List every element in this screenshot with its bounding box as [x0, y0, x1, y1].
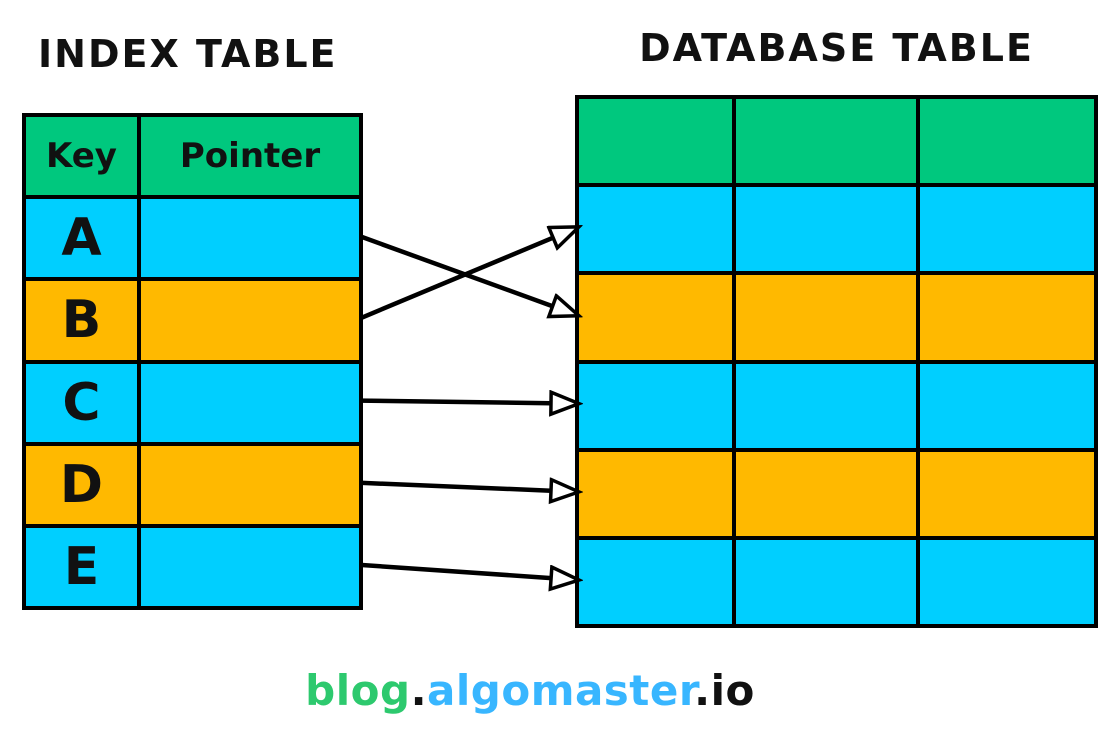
db-cell	[579, 275, 736, 360]
index-key-cell: E	[26, 527, 141, 607]
key-label-d: D	[59, 454, 104, 515]
index-pointer-cell	[141, 446, 359, 524]
db-cell	[920, 539, 1094, 625]
index-row-e: E	[26, 523, 359, 607]
footer-io-text: io	[710, 666, 755, 715]
footer-branding: blog.algomaster.io	[0, 666, 1060, 715]
db-row-4	[579, 447, 1094, 536]
db-row-3	[579, 359, 1094, 448]
index-table: Key Pointer A B C D	[22, 113, 363, 610]
footer-dot: .	[410, 666, 428, 715]
db-cell	[920, 275, 1094, 360]
pointer-arrow-e	[359, 562, 551, 578]
db-cell	[579, 99, 736, 184]
db-cell	[579, 363, 736, 448]
db-cell	[579, 451, 736, 536]
db-row-5	[579, 535, 1094, 625]
db-cell	[736, 363, 920, 448]
key-label-e: E	[63, 536, 100, 597]
index-row-a: A	[26, 195, 359, 278]
pointer-arrow-a	[359, 234, 553, 306]
footer-algomaster-text: algomaster	[427, 666, 695, 715]
pointer-arrow-d	[359, 483, 551, 491]
footer-dot: .	[694, 666, 711, 715]
pointer-header-label: Pointer	[179, 136, 321, 177]
index-table-title: INDEX TABLE	[38, 32, 338, 76]
footer-blog-text: blog	[305, 666, 411, 715]
index-key-cell: D	[26, 445, 141, 524]
index-key-cell: C	[26, 363, 141, 442]
db-cell	[920, 451, 1094, 536]
database-table-title: DATABASE TABLE	[639, 26, 1034, 70]
db-cell	[579, 187, 736, 272]
index-pointer-cell	[141, 364, 359, 442]
db-cell	[579, 539, 736, 625]
pointer-arrow-b	[359, 238, 553, 321]
db-cell	[736, 275, 920, 360]
key-label-a: A	[61, 208, 102, 269]
index-pointer-cell	[141, 528, 359, 606]
index-header-pointer-cell: Pointer	[141, 117, 359, 195]
db-cell	[736, 99, 920, 184]
index-key-cell: A	[26, 199, 141, 278]
key-label-c: C	[62, 372, 101, 433]
index-pointer-cell	[141, 281, 359, 359]
key-header-label: Key	[46, 136, 117, 177]
database-table	[575, 95, 1098, 628]
db-header-row	[579, 99, 1094, 184]
key-label-b: B	[61, 290, 102, 351]
db-cell	[920, 187, 1094, 272]
index-pointer-cell	[141, 199, 359, 277]
index-header-row: Key Pointer	[26, 117, 359, 196]
db-cell	[920, 99, 1094, 184]
db-row-2	[579, 271, 1094, 360]
db-cell	[736, 451, 920, 536]
db-cell	[920, 363, 1094, 448]
index-row-c: C	[26, 359, 359, 442]
index-header-key-cell: Key	[26, 117, 141, 196]
index-key-cell: B	[26, 281, 141, 360]
db-cell	[736, 187, 920, 272]
index-row-d: D	[26, 441, 359, 524]
pointer-arrow-c	[359, 401, 551, 404]
db-row-1	[579, 183, 1094, 272]
index-row-b: B	[26, 277, 359, 360]
db-cell	[736, 539, 920, 625]
